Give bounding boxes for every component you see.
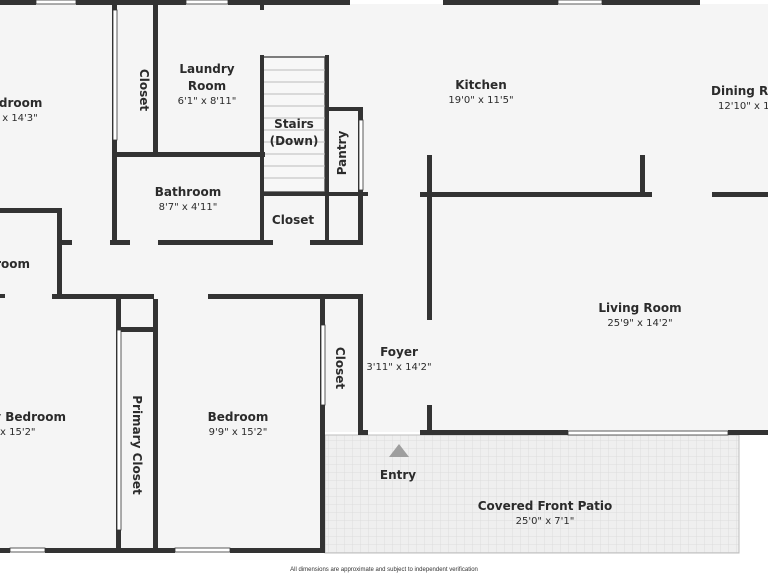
living-name: Living Room <box>598 301 681 315</box>
closet-hall-label: Closet <box>272 213 314 227</box>
stairs-label-1: Stairs <box>274 117 314 131</box>
patio-name: Covered Front Patio <box>478 499 613 513</box>
kitchen-name: Kitchen <box>455 78 507 92</box>
dining-name: Dining Room <box>711 84 768 98</box>
interior-floor <box>0 4 768 432</box>
patio-floor <box>325 435 739 553</box>
stairs-treads <box>262 56 326 193</box>
closet-foyer-label: Closet <box>333 347 347 389</box>
primary-closet-label: Primary Closet <box>130 395 144 495</box>
living-dims: 25'9" x 14'2" <box>607 318 672 329</box>
laundry-name-1: Laundry <box>179 62 234 76</box>
closet-left-label: Closet <box>137 69 151 111</box>
kitchen-dims: 19'0" x 11'5" <box>448 95 513 106</box>
interior-floor-lower <box>0 432 325 550</box>
bedroom-dims: 9'9" x 15'2" <box>209 427 268 438</box>
foyer-name: Foyer <box>380 345 418 359</box>
pantry-label: Pantry <box>335 131 349 176</box>
patio-dims: 25'0" x 7'1" <box>516 516 575 527</box>
foyer-dims: 3'11" x 14'2" <box>366 362 431 373</box>
laundry-name-2: Room <box>188 79 226 93</box>
bathroom-left-label: Bathroom <box>0 257 30 271</box>
bedroom-top-left-name: Bedroom <box>0 96 42 110</box>
laundry-dims: 6'1" x 8'11" <box>178 96 237 107</box>
primary-bedroom-dims: x 15'2" <box>0 427 36 438</box>
stairs-label-2: (Down) <box>270 134 319 148</box>
bedroom-name: Bedroom <box>208 410 269 424</box>
dimensions-disclaimer: All dimensions are approximate and subje… <box>290 567 478 573</box>
entry-arrow-icon <box>389 444 409 457</box>
bedroom-top-left-dims: x 14'3" <box>2 113 38 124</box>
primary-bedroom-name: Primary Bedroom <box>0 410 66 424</box>
bathroom-dims: 8'7" x 4'11" <box>159 202 218 213</box>
dining-dims: 12'10" x 11' <box>718 101 768 112</box>
bathroom-name: Bathroom <box>155 185 221 199</box>
entry-label: Entry <box>380 468 416 482</box>
windows <box>9 0 729 553</box>
